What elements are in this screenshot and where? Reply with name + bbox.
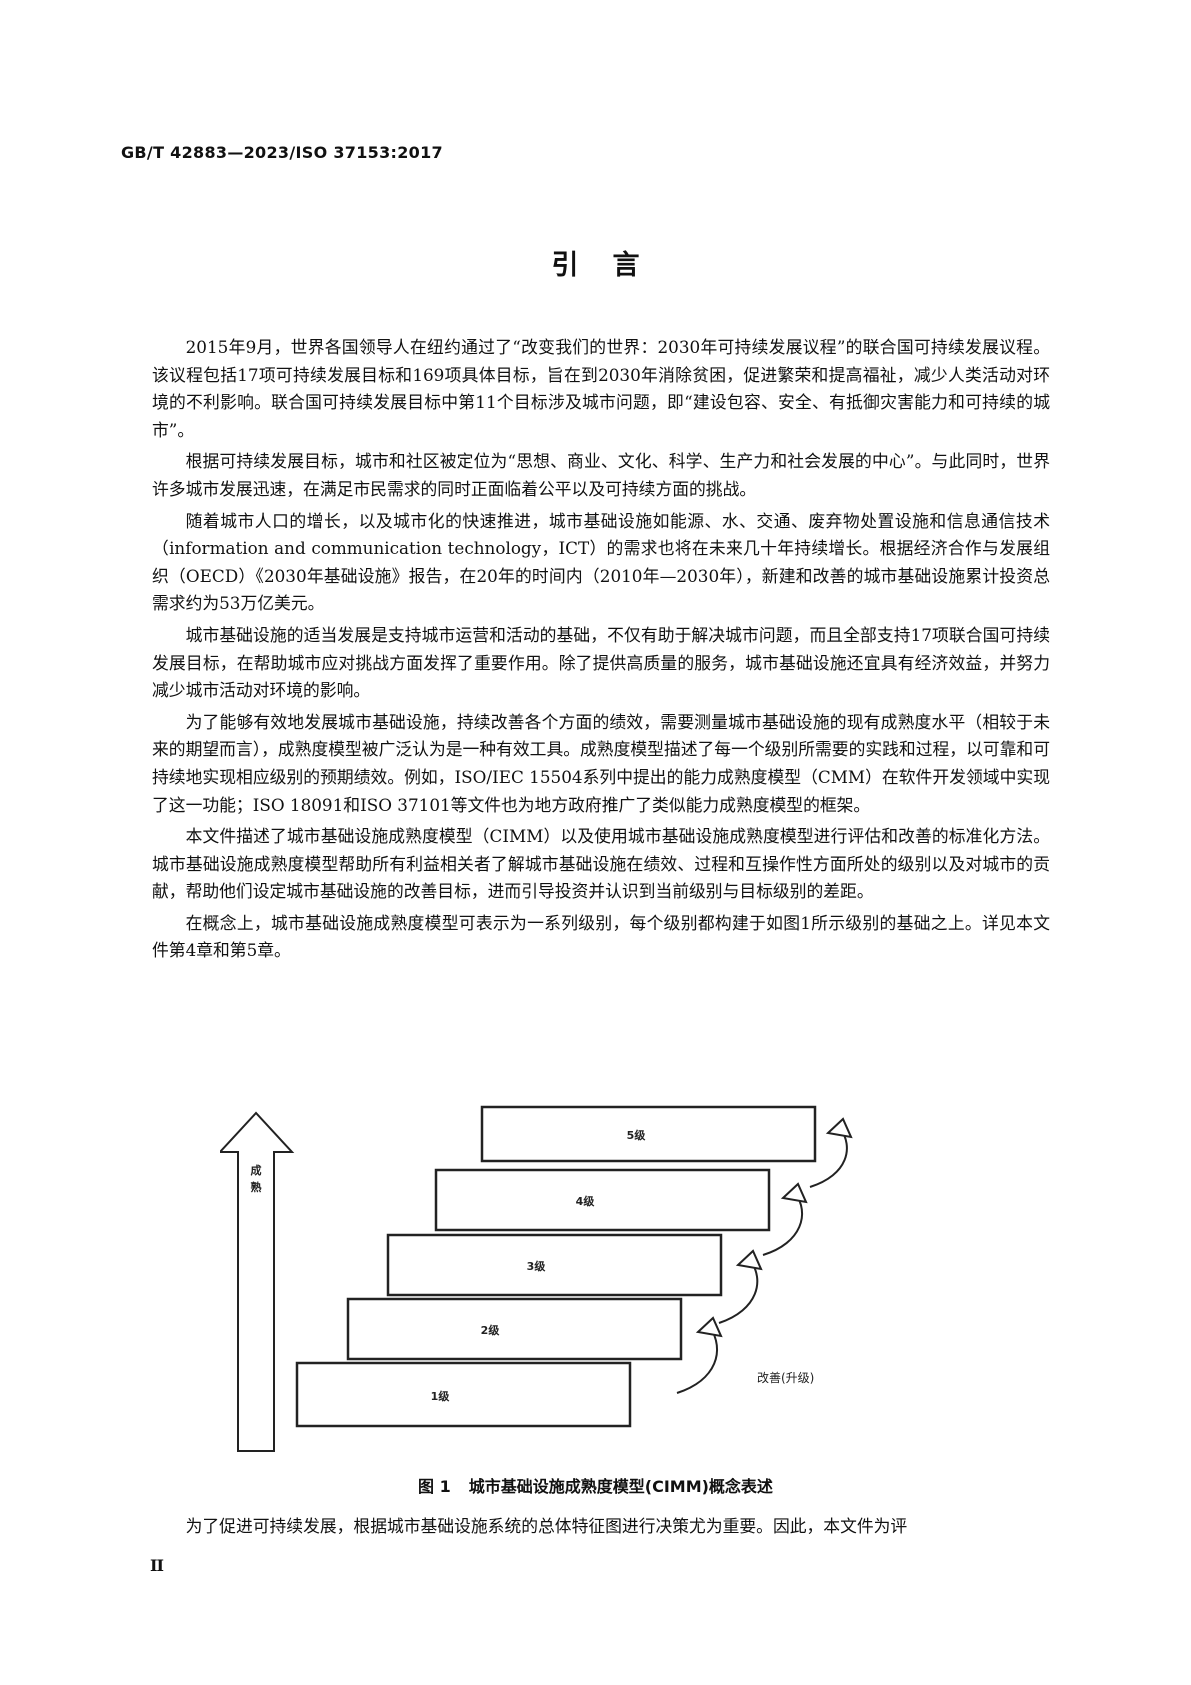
paragraph: 城市基础设施的适当发展是支持城市运营和活动的基础，不仅有助于解决城市问题，而且全… xyxy=(152,624,1050,701)
improvement-arrow-icon xyxy=(676,1326,718,1394)
level-4-label: 4级 xyxy=(576,1194,596,1208)
introduction-body: 2015年9月，世界各国领导人在纽约通过了“改变我们的世界：2030年可持续发展… xyxy=(152,334,1050,969)
arrow-head-icon xyxy=(695,1316,723,1338)
figure-caption-number: 图 1 xyxy=(418,1477,451,1496)
standard-code: GB/T 42883—2023/ISO 37153:2017 xyxy=(121,143,443,162)
page-number: II xyxy=(150,1556,164,1575)
arrow-head-icon xyxy=(780,1182,808,1204)
figure-caption-text: 城市基础设施成熟度模型(CIMM)概念表述 xyxy=(468,1477,773,1496)
level-4-box xyxy=(434,1168,771,1232)
improvement-label: 改善(升级) xyxy=(757,1370,814,1385)
level-2-box xyxy=(346,1297,683,1361)
paragraph: 为了促进可持续发展，根据城市基础设施系统的总体特征图进行决策尤为重要。因此，本文… xyxy=(185,1516,908,1536)
paragraph: 随着城市人口的增长，以及城市化的快速推进，城市基础设施如能源、水、交通、废弃物处… xyxy=(152,510,1050,614)
paragraph: 2015年9月，世界各国领导人在纽约通过了“改变我们的世界：2030年可持续发展… xyxy=(152,337,1050,440)
arrow-label-2: 熟 xyxy=(251,1180,262,1194)
improvement-arrow-icon xyxy=(718,1259,759,1324)
arrow-head-icon xyxy=(735,1249,763,1271)
paragraph: 根据可持续发展目标，城市和社区被定位为“思想、商业、文化、科学、生产力和社会发展… xyxy=(152,451,1050,499)
level-3-label: 3级 xyxy=(527,1259,547,1273)
maturity-arrow-icon xyxy=(220,1111,295,1452)
figure-caption: 图 1 城市基础设施成熟度模型(CIMM)概念表述 xyxy=(0,1473,1191,1497)
paragraph: 在概念上，城市基础设施成熟度模型可表示为一系列级别，每个级别都构建于如图1所示级… xyxy=(152,912,1050,961)
level-5-box xyxy=(480,1105,817,1163)
level-3-box xyxy=(386,1233,723,1297)
level-5-label: 5级 xyxy=(627,1128,647,1142)
paragraph: 为了能够有效地发展城市基础设施，持续改善各个方面的绩效，需要测量城市基础设施的现… xyxy=(152,711,1050,815)
level-1-box xyxy=(295,1361,632,1428)
level-1-label: 1级 xyxy=(431,1389,451,1403)
arrow-label-1: 成 xyxy=(251,1163,262,1177)
paragraph: 本文件描述了城市基础设施成熟度模型（CIMM）以及使用城市基础设施成熟度模型进行… xyxy=(152,826,1050,902)
page-title: 引言 xyxy=(551,250,674,281)
arrow-head-icon xyxy=(825,1117,853,1139)
level-2-label: 2级 xyxy=(481,1323,501,1337)
cimm-figure: 成 熟 5级 4级 3级 2级 1级 改善(升级) xyxy=(220,1095,940,1455)
